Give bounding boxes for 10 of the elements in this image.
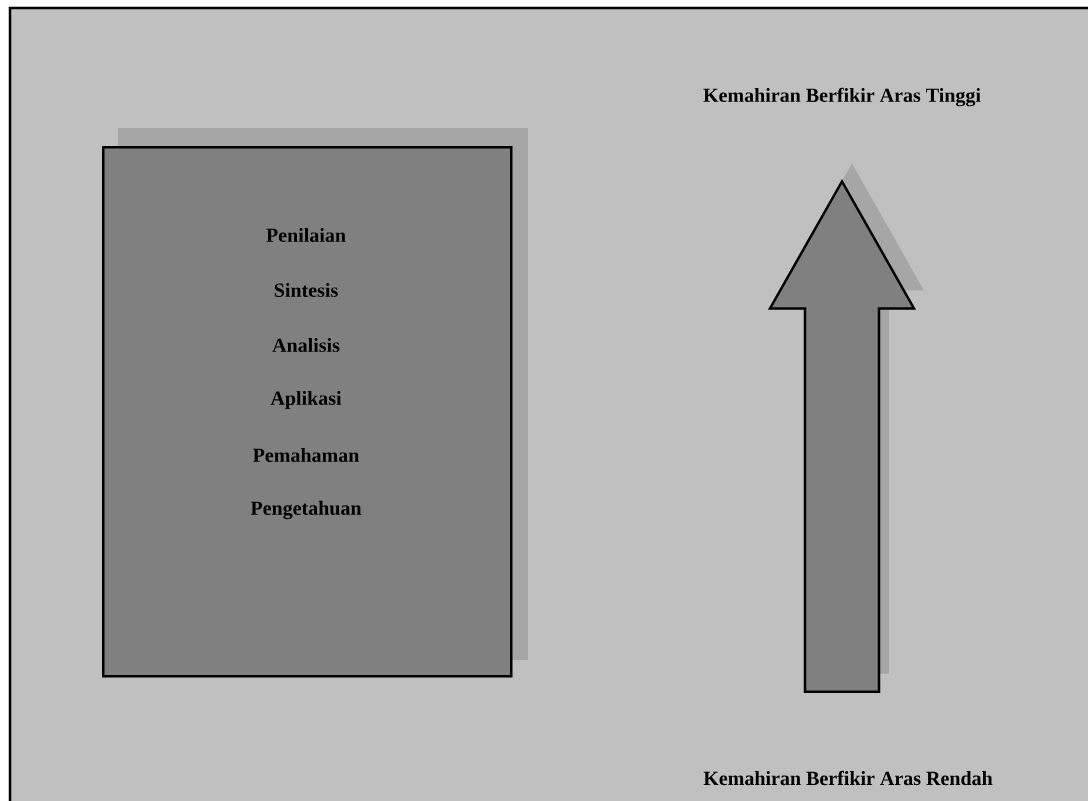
level-heading: Kemahiran Berfikir Aras Tinggi (703, 87, 981, 107)
level-label: Pemahaman (253, 447, 360, 463)
level-heading: Kemahiran Berfikir Aras Rendah (703, 770, 993, 786)
block-arrow (767, 163, 924, 693)
level-label: Pengetahuan (250, 500, 362, 520)
level-label: Analisis (272, 337, 340, 353)
level-label: Sintesis (274, 282, 338, 298)
level-label: Aplikasi (270, 390, 342, 410)
level-label: Penilaian (266, 227, 346, 243)
text-box (102, 128, 528, 678)
